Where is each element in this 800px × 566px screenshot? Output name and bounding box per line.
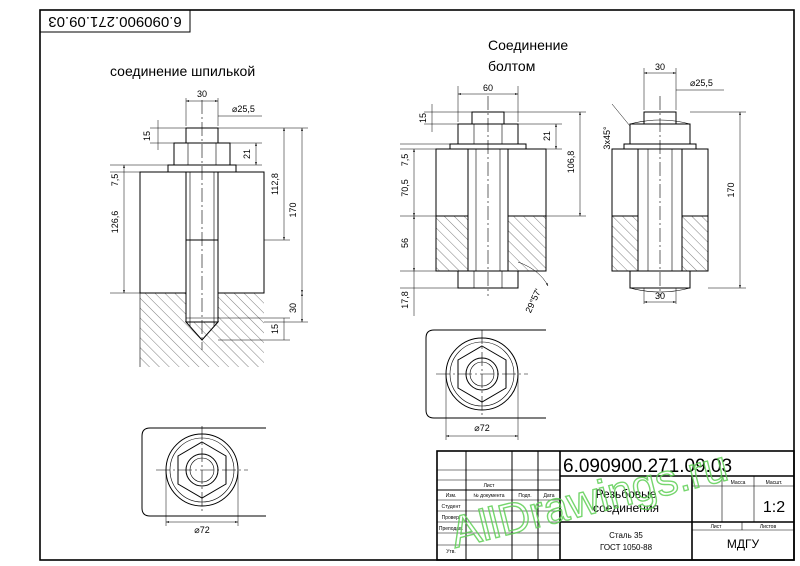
stud-dim-170: 170 (288, 202, 298, 217)
stud-dim-15-bottom: 15 (270, 324, 280, 334)
bolt-dim-70-5: 70,5 (400, 179, 410, 197)
side-dim-chamfer: 3x45° (602, 126, 612, 150)
stud-dim-112-8: 112,8 (270, 173, 280, 195)
stud-view: 30 ⌀25,5 15 7,5 126,6 21 112,8 170 30 15 (110, 89, 308, 367)
title-name-1: Резьбовые (596, 487, 657, 501)
bolt-dim-17-8: 17,8 (400, 291, 410, 309)
corner-code: 6.090900.271.09.03 (48, 13, 181, 30)
title-col-sheets: Листов (760, 524, 777, 530)
bolt-dim-21: 21 (542, 131, 552, 141)
title-row-date: Дата (543, 493, 554, 499)
title-row-izm: Изм. (446, 493, 457, 499)
title-row-sign: Подп. (518, 493, 531, 499)
title-row-list: Лист (484, 483, 496, 489)
stud-dim-30-bottom: 30 (288, 303, 298, 313)
title-code: 6.090900.271.09.03 (563, 456, 732, 477)
title-row-approve: Утв. (446, 549, 456, 555)
stud-dim-25-5: ⌀25,5 (232, 104, 255, 114)
side-dim-30-top: 30 (655, 62, 665, 72)
bolt-dim-106-8: 106,8 (566, 151, 576, 174)
stud-dim-7-5: 7,5 (110, 174, 120, 187)
title-block: 6.090900.271.09.03 Резьбовые соединения … (436, 450, 795, 561)
bolt-view: 60 15 21 106,8 7,5 70,5 56 17,8 29°57' (400, 83, 586, 316)
stud-dim-21: 21 (242, 149, 252, 159)
stud-plan-dim-72: ⌀72 (194, 525, 209, 535)
title-col-sheet: Лист (711, 524, 723, 530)
title-row-doc: № документа (473, 493, 504, 499)
title-col-mass: Масса (731, 480, 746, 486)
bolt-plan-dim-72: ⌀72 (474, 423, 489, 433)
title-col-scale: Масшт. (766, 480, 783, 486)
title-material-1: Сталь 35 (609, 531, 643, 540)
stud-dim-126-6: 126,6 (110, 211, 120, 234)
stud-plan-view: ⌀72 (141, 426, 266, 535)
bolt-dim-60: 60 (483, 83, 493, 93)
bolt-plan-view: ⌀72 (425, 329, 546, 440)
title-scale: 1:2 (763, 499, 785, 516)
stud-dim-15-top: 15 (142, 131, 152, 141)
title-name-2: соединения (593, 501, 659, 515)
title-material-2: ГОСТ 1050-88 (600, 543, 653, 552)
bolt-title-line1: Соединение (488, 37, 568, 53)
bolt-dim-15: 15 (418, 113, 428, 123)
title-organization: МДГУ (727, 537, 760, 551)
bolt-dim-56: 56 (400, 238, 410, 248)
stud-dim-30: 30 (197, 89, 207, 99)
bolt-title-line2: болтом (488, 58, 535, 74)
bolt-dim-7-5: 7,5 (400, 154, 410, 167)
side-dim-25-5: ⌀25,5 (690, 78, 713, 88)
title-row-teacher: Преподав. (439, 526, 463, 532)
sheet-frame (39, 9, 795, 561)
side-dim-170: 170 (726, 182, 736, 197)
bolt-dim-angle: 29°57' (523, 287, 543, 314)
bolt-side-view: 30 ⌀25,5 3x45° 170 30 (602, 62, 746, 304)
title-row-student: Студент (441, 504, 461, 510)
title-row-check: Провер. (442, 515, 461, 521)
stud-title: соединение шпилькой (110, 63, 255, 79)
corner-code-box: 6.090900.271.09.03 (39, 9, 191, 33)
side-dim-30-bottom: 30 (655, 291, 665, 301)
